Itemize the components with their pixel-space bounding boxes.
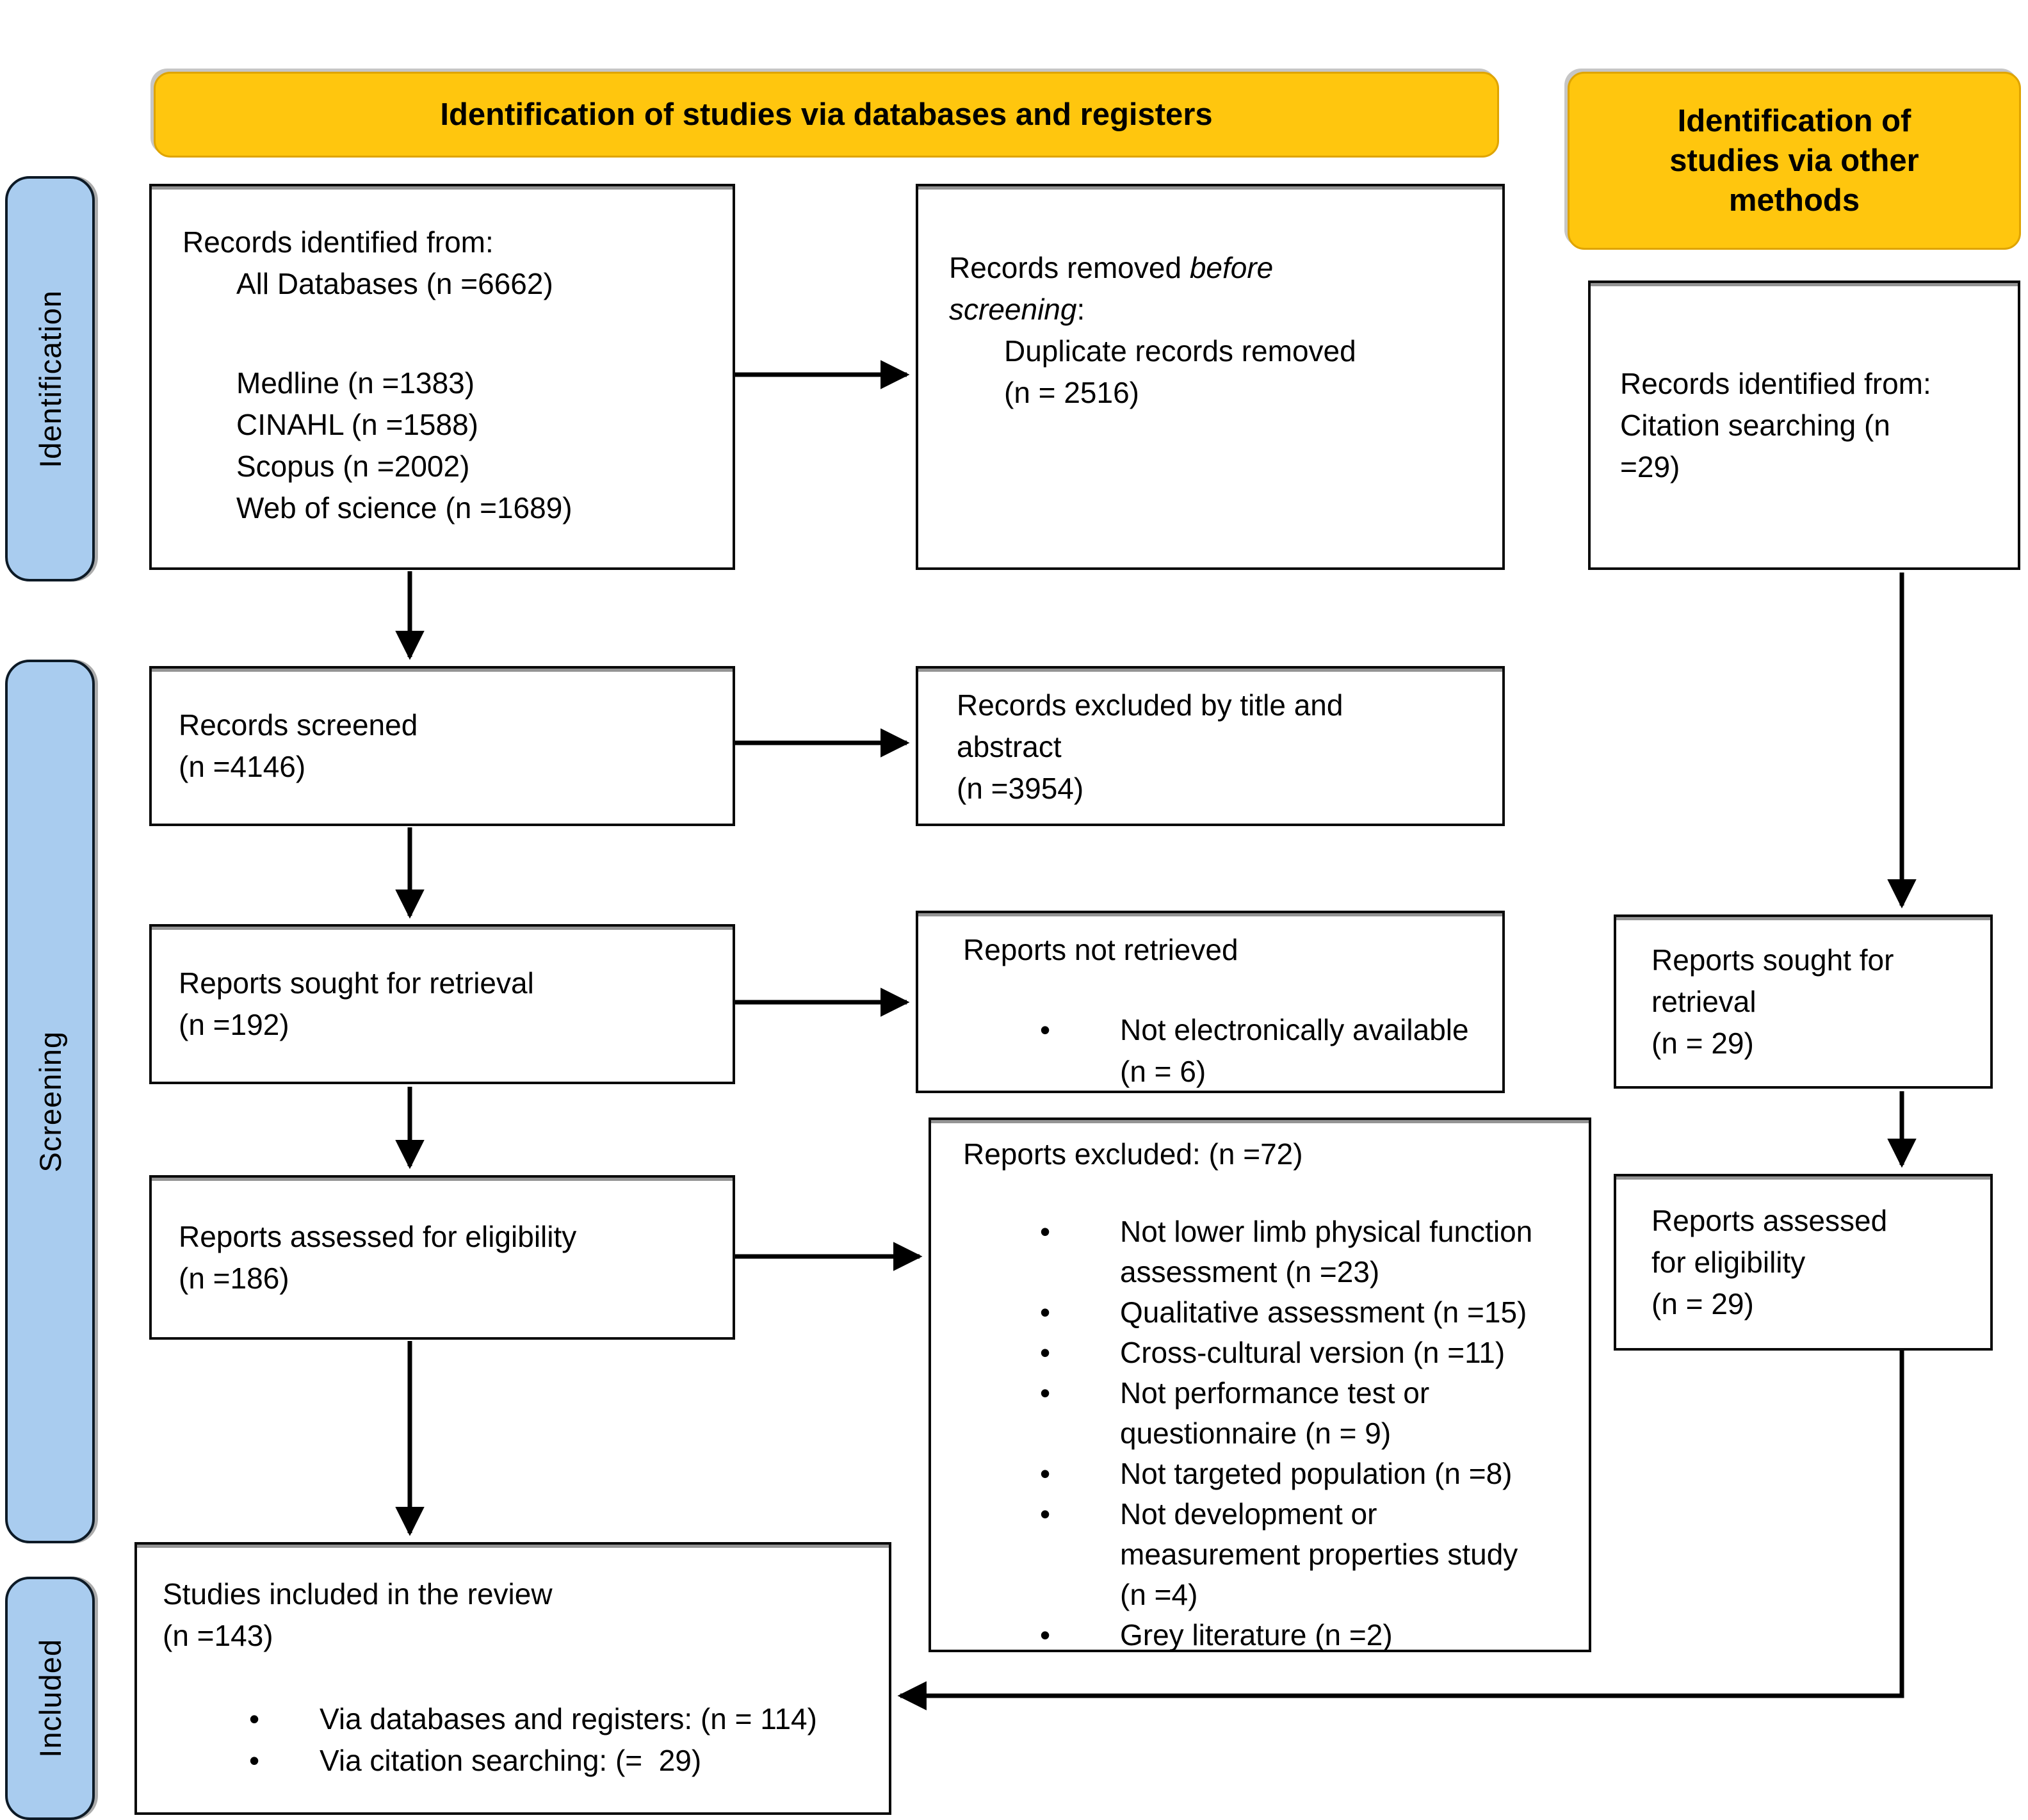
banner-other-methods-line: Identification of bbox=[1677, 104, 1911, 138]
box-line: Records screened bbox=[179, 708, 418, 742]
bullet-text: Cross-cultural version (n =11) bbox=[1120, 1336, 1505, 1369]
box-title: Records identified from: bbox=[183, 225, 494, 259]
box-line: Reports sought for retrieval bbox=[179, 966, 534, 1000]
box-line: Records removed before bbox=[949, 251, 1274, 284]
box-line: (n =3954) bbox=[957, 772, 1084, 805]
sidebar-identification: Identification bbox=[5, 176, 95, 581]
box-line: Reports sought for bbox=[1651, 943, 1894, 977]
box-line: CINAHL (n =1588) bbox=[236, 408, 478, 441]
box-reports-sought: Reports sought for retrieval (n =192) bbox=[149, 924, 735, 1084]
box-line: (n = 29) bbox=[1651, 1026, 1754, 1060]
bullet-text: Not development or measurement propertie… bbox=[1120, 1497, 1518, 1611]
arrow-citation-assessed-to-included bbox=[897, 1351, 1904, 1710]
box-line: (n = 29) bbox=[1651, 1287, 1754, 1320]
box-records-excluded-title-abstract: Records excluded by title and abstract (… bbox=[916, 666, 1505, 826]
sidebar-screening: Screening bbox=[5, 660, 95, 1543]
box-line: Scopus (n =2002) bbox=[236, 450, 470, 483]
bullet-text: Via citation searching: (= 29) bbox=[320, 1744, 702, 1777]
bullet-text: Not electronically available (n = 6) bbox=[1120, 1013, 1469, 1088]
box-title: (n =143) bbox=[163, 1619, 273, 1652]
box-line: Citation searching (n bbox=[1620, 408, 1890, 442]
box-line: (n =192) bbox=[179, 1008, 289, 1041]
box-line: for eligibility bbox=[1651, 1245, 1806, 1279]
box-records-identified: Records identified from: All Databases (… bbox=[149, 184, 735, 570]
sidebar-included-label: Included bbox=[33, 1639, 67, 1758]
banner-other-methods-line: studies via other bbox=[1669, 143, 1919, 178]
bullet-marker: • bbox=[1040, 1497, 1051, 1531]
sidebar-screening-label: Screening bbox=[33, 1030, 67, 1173]
banner-other-methods-line: methods bbox=[1728, 183, 1860, 218]
box-line: Records excluded by title and bbox=[957, 688, 1343, 722]
bullet-marker: • bbox=[1040, 1336, 1051, 1369]
box-line: =29) bbox=[1620, 450, 1680, 483]
box-reports-excluded: Reports excluded: (n =72) • Not lower li… bbox=[929, 1117, 1591, 1652]
bullet-marker: • bbox=[1040, 1215, 1051, 1248]
bullet-text: Not lower limb physical function assessm… bbox=[1120, 1215, 1533, 1288]
bullet-text: Via databases and registers: (n = 114) bbox=[320, 1702, 817, 1735]
banner-databases-registers: Identification of studies via databases … bbox=[154, 72, 1499, 158]
box-line: Duplicate records removed bbox=[1004, 334, 1356, 368]
bullet-item: • Cross-cultural version (n =11) bbox=[963, 1333, 1573, 1373]
box-records-removed: Records removed before screening: Duplic… bbox=[916, 184, 1505, 570]
box-citation-reports-sought: Reports sought for retrieval (n = 29) bbox=[1614, 914, 1993, 1089]
box-line: (n =4146) bbox=[179, 750, 306, 783]
bullet-text: Qualitative assessment (n =15) bbox=[1120, 1296, 1527, 1329]
bullet-item: • Not performance test or questionnaire … bbox=[963, 1373, 1573, 1454]
box-line: Medline (n =1383) bbox=[236, 366, 475, 400]
bullet-item: • Via databases and registers: (n = 114) bbox=[163, 1698, 873, 1740]
bullet-item: • Qualitative assessment (n =15) bbox=[963, 1292, 1573, 1333]
banner-other-methods: Identification of studies via other meth… bbox=[1568, 72, 2021, 250]
bullet-marker: • bbox=[1040, 1618, 1051, 1652]
bullet-item: • Not targeted population (n =8) bbox=[963, 1454, 1573, 1494]
box-line: Records identified from: bbox=[1620, 366, 1931, 400]
box-studies-included: Studies included in the review (n =143) … bbox=[134, 1542, 891, 1815]
box-citation-records: Records identified from: Citation search… bbox=[1588, 280, 2020, 570]
bullet-item: • Via citation searching: (= 29) bbox=[163, 1740, 873, 1782]
banner-databases-registers-label: Identification of studies via databases … bbox=[440, 97, 1213, 132]
box-line: All Databases (n =6662) bbox=[236, 267, 553, 300]
box-line: retrieval bbox=[1651, 984, 1756, 1018]
box-line: abstract bbox=[957, 730, 1062, 763]
bullet-marker: • bbox=[1040, 1296, 1051, 1329]
box-title: Reports not retrieved bbox=[963, 933, 1238, 966]
bullet-marker: • bbox=[1040, 1013, 1051, 1046]
sidebar-included: Included bbox=[5, 1577, 95, 1820]
box-records-screened: Records screened (n =4146) bbox=[149, 666, 735, 826]
box-line: Web of science (n =1689) bbox=[236, 491, 572, 524]
box-line: Reports assessed for eligibility bbox=[179, 1219, 577, 1253]
bullet-item: • Not electronically available (n = 6) bbox=[963, 1009, 1483, 1093]
bullet-marker: • bbox=[1040, 1376, 1051, 1410]
box-line: Reports assessed bbox=[1651, 1203, 1888, 1237]
box-title: Studies included in the review bbox=[163, 1577, 553, 1611]
box-title: Reports excluded: (n =72) bbox=[963, 1137, 1303, 1171]
bullet-marker: • bbox=[1040, 1457, 1051, 1490]
bullet-item: • Not lower limb physical function asses… bbox=[963, 1212, 1573, 1292]
box-line: screening: bbox=[949, 293, 1085, 326]
bullet-item: • Grey literature (n =2) bbox=[963, 1615, 1573, 1655]
box-reports-not-retrieved: Reports not retrieved • Not electronical… bbox=[916, 911, 1505, 1093]
bullet-marker: • bbox=[249, 1702, 260, 1735]
bullet-text: Grey literature (n =2) bbox=[1120, 1618, 1393, 1652]
box-line: (n = 2516) bbox=[1004, 376, 1139, 409]
bullet-text: Not targeted population (n =8) bbox=[1120, 1457, 1513, 1490]
box-reports-assessed: Reports assessed for eligibility (n =186… bbox=[149, 1175, 735, 1340]
bullet-item: • Not development or measurement propert… bbox=[963, 1494, 1573, 1615]
sidebar-identification-label: Identification bbox=[33, 289, 67, 468]
box-citation-reports-assessed: Reports assessed for eligibility (n = 29… bbox=[1614, 1174, 1993, 1351]
bullet-marker: • bbox=[249, 1744, 260, 1777]
bullet-text: Not performance test or questionnaire (n… bbox=[1120, 1376, 1430, 1450]
box-line: (n =186) bbox=[179, 1261, 289, 1295]
